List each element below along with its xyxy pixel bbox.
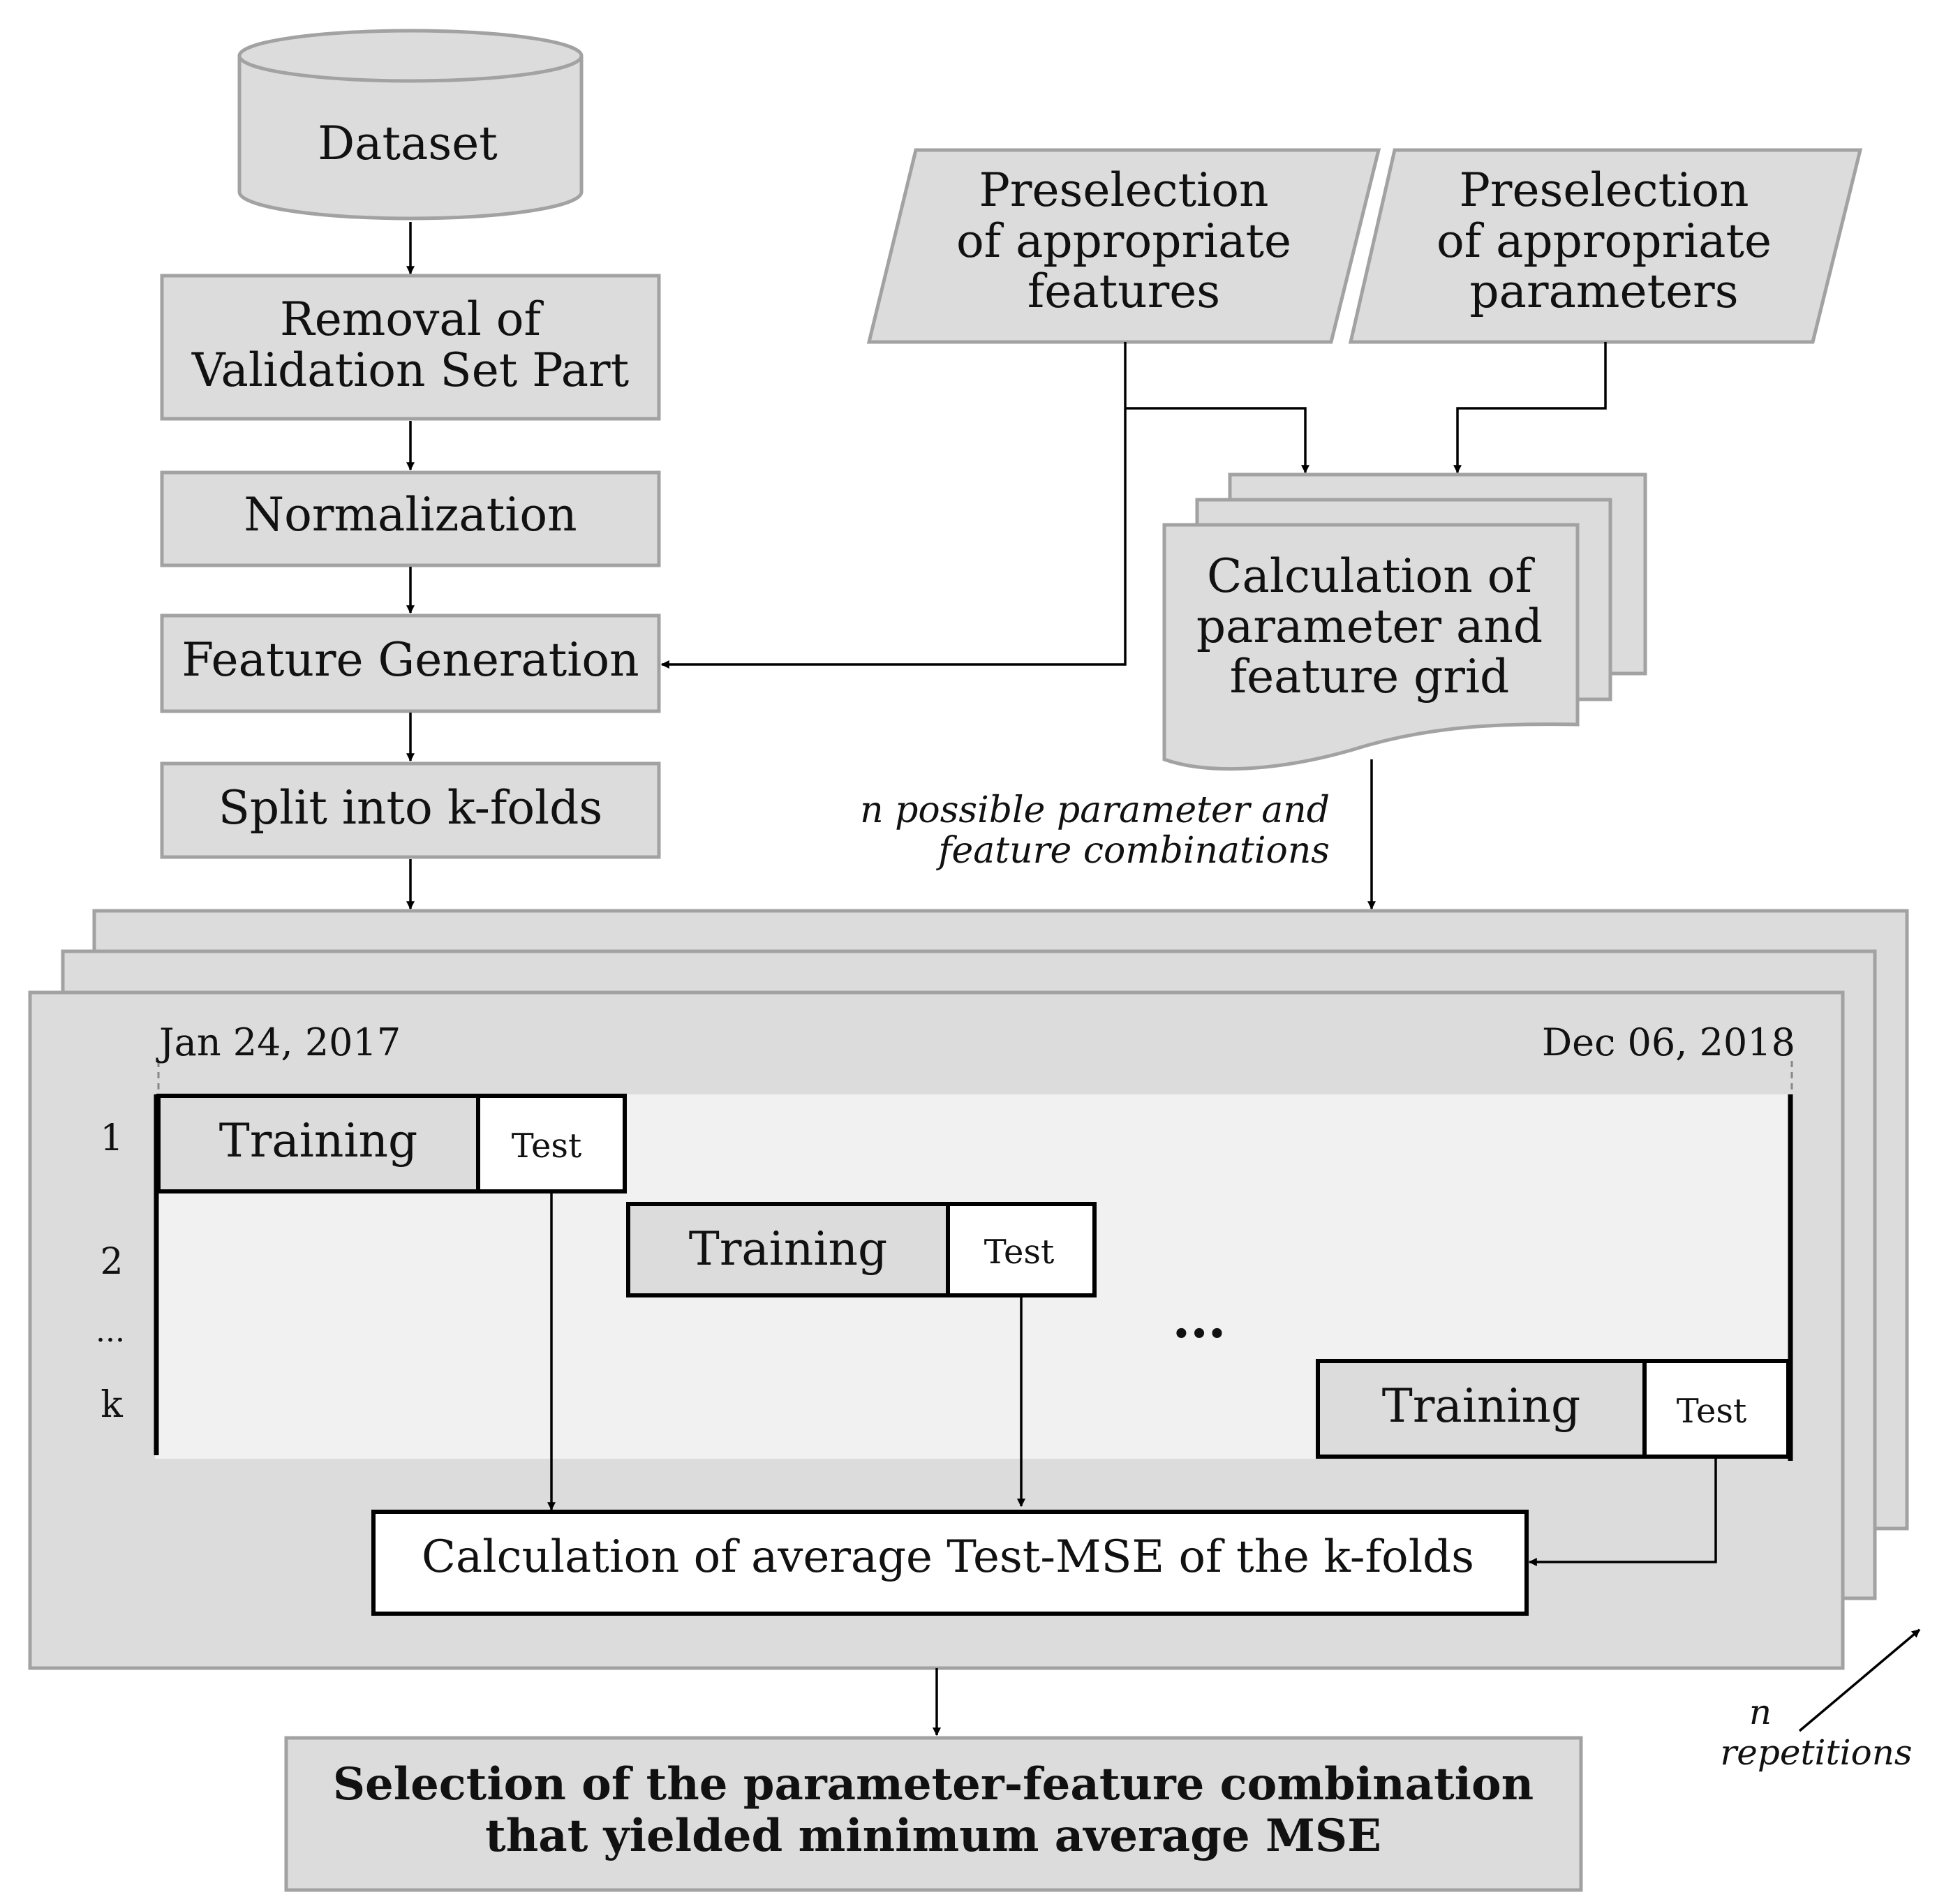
grid-document-stack: Calculation of parameter and feature gri… <box>1162 473 1647 771</box>
preselection-parameters-box: Preselection of appropriate parameters <box>1348 148 1863 344</box>
preselection-features-line-2: of appropriate <box>956 214 1291 268</box>
average-mse-label: Calculation of average Test-MSE of the k… <box>422 1531 1474 1583</box>
end-date-label: Dec 06, 2018 <box>1542 1020 1795 1064</box>
grid-line-2: parameter and <box>1196 600 1543 653</box>
line-parameters-to-grid <box>1453 342 1607 474</box>
fold-1: Training Test <box>156 1094 627 1193</box>
fold-2-test-label: Test <box>984 1233 1055 1272</box>
grid-line-1: Calculation of <box>1207 549 1535 603</box>
folds-ellipsis: ••• <box>1173 1318 1226 1351</box>
fold-k-test-label: Test <box>1677 1392 1747 1431</box>
fold-1-test-label: Test <box>512 1126 582 1166</box>
preselection-parameters-line-2: of appropriate <box>1437 214 1772 268</box>
line-features-to-feature-gen <box>660 342 1127 669</box>
dataset-cylinder: Dataset <box>237 29 584 221</box>
feature-generation-box: Feature Generation <box>160 613 661 713</box>
line-features-to-grid <box>1125 407 1309 474</box>
repetitions-arrow <box>1798 1628 1921 1732</box>
arrow-fold-k-test <box>1528 1457 1717 1566</box>
removal-line-1: Removal of <box>280 292 544 346</box>
fold-label-2: 2 <box>100 1241 123 1283</box>
preselection-features-box: Preselection of appropriate features <box>866 148 1381 344</box>
preselection-features-line-1: Preselection <box>979 163 1269 217</box>
combinations-note-line-1: n possible parameter and <box>860 789 1330 831</box>
removal-box: Removal of Validation Set Part <box>160 274 661 421</box>
start-date-label: Jan 24, 2017 <box>156 1020 401 1064</box>
repetitions-n: n <box>1749 1692 1772 1732</box>
preselection-features-line-3: features <box>1027 265 1220 318</box>
repetitions-label: repetitions <box>1720 1732 1912 1773</box>
fold-label-k: k <box>101 1384 123 1426</box>
fold-label-ellipsis: ... <box>96 1314 125 1349</box>
fold-1-training-label: Training <box>219 1114 417 1168</box>
preselection-parameters-line-1: Preselection <box>1460 163 1749 217</box>
selection-line-1: Selection of the parameter-feature combi… <box>333 1758 1534 1810</box>
grid-line-3: feature grid <box>1230 650 1510 704</box>
selection-line-2: that yielded minimum average MSE <box>485 1810 1381 1862</box>
preselection-parameters-line-3: parameters <box>1469 265 1738 318</box>
fold-k: Training Test <box>1316 1359 1790 1459</box>
removal-line-2: Validation Set Part <box>191 343 629 397</box>
normalization-label: Normalization <box>244 488 577 542</box>
selection-box: Selection of the parameter-feature combi… <box>284 1736 1583 1892</box>
split-box: Split into k-folds <box>160 761 661 859</box>
fold-2: Training Test <box>626 1202 1097 1297</box>
average-mse-box: Calculation of average Test-MSE of the k… <box>371 1510 1529 1616</box>
fold-2-training-label: Training <box>689 1222 887 1276</box>
feature-generation-label: Feature Generation <box>181 633 639 687</box>
fold-label-1: 1 <box>100 1117 123 1159</box>
fold-k-training-label: Training <box>1382 1379 1580 1433</box>
split-label: Split into k-folds <box>218 781 603 835</box>
normalization-box: Normalization <box>160 470 661 567</box>
dataset-label: Dataset <box>318 117 498 170</box>
combinations-note-line-2: feature combinations <box>935 830 1330 872</box>
